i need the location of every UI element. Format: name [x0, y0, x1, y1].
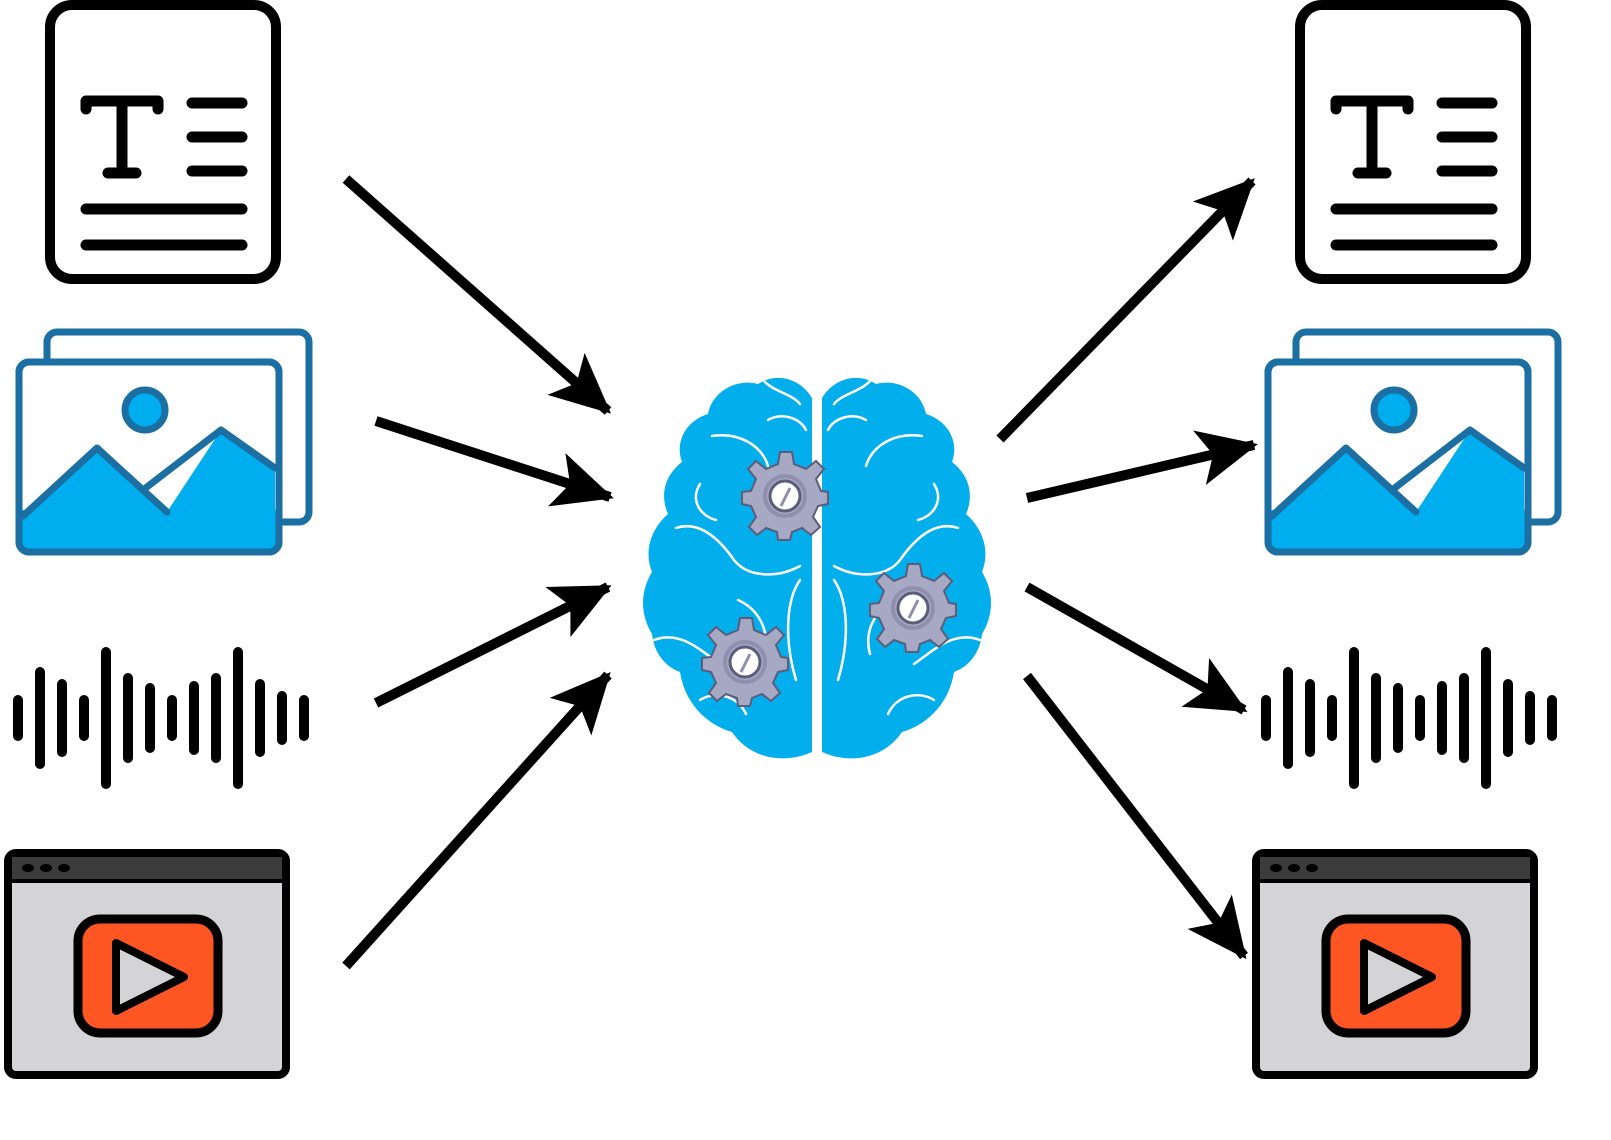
arrow-image-to-brain — [374, 416, 614, 507]
gear-icon — [700, 616, 790, 708]
output-text-document-icon — [1300, 5, 1526, 279]
input-text-document-icon — [50, 5, 276, 279]
input-image-gallery-icon — [19, 332, 309, 552]
input-video-player-icon — [8, 853, 286, 1075]
arrow-brain-to-video — [1023, 672, 1248, 960]
arrow-brain-to-image — [1025, 430, 1258, 503]
output-video-player-icon — [1256, 853, 1534, 1075]
arrow-brain-to-audio — [1024, 582, 1248, 715]
arrow-audio-to-brain — [373, 582, 612, 708]
gear-icon — [740, 450, 830, 542]
arrow-text-to-brain — [342, 175, 612, 415]
output-image-gallery-icon — [1268, 332, 1558, 552]
input-audio-waveform-icon — [18, 652, 304, 784]
brain-with-gears-icon — [643, 374, 991, 759]
gear-icon — [868, 562, 958, 654]
arrow-video-to-brain — [342, 671, 612, 970]
arrow-brain-to-text — [996, 177, 1256, 443]
output-audio-waveform-icon — [1266, 652, 1552, 784]
